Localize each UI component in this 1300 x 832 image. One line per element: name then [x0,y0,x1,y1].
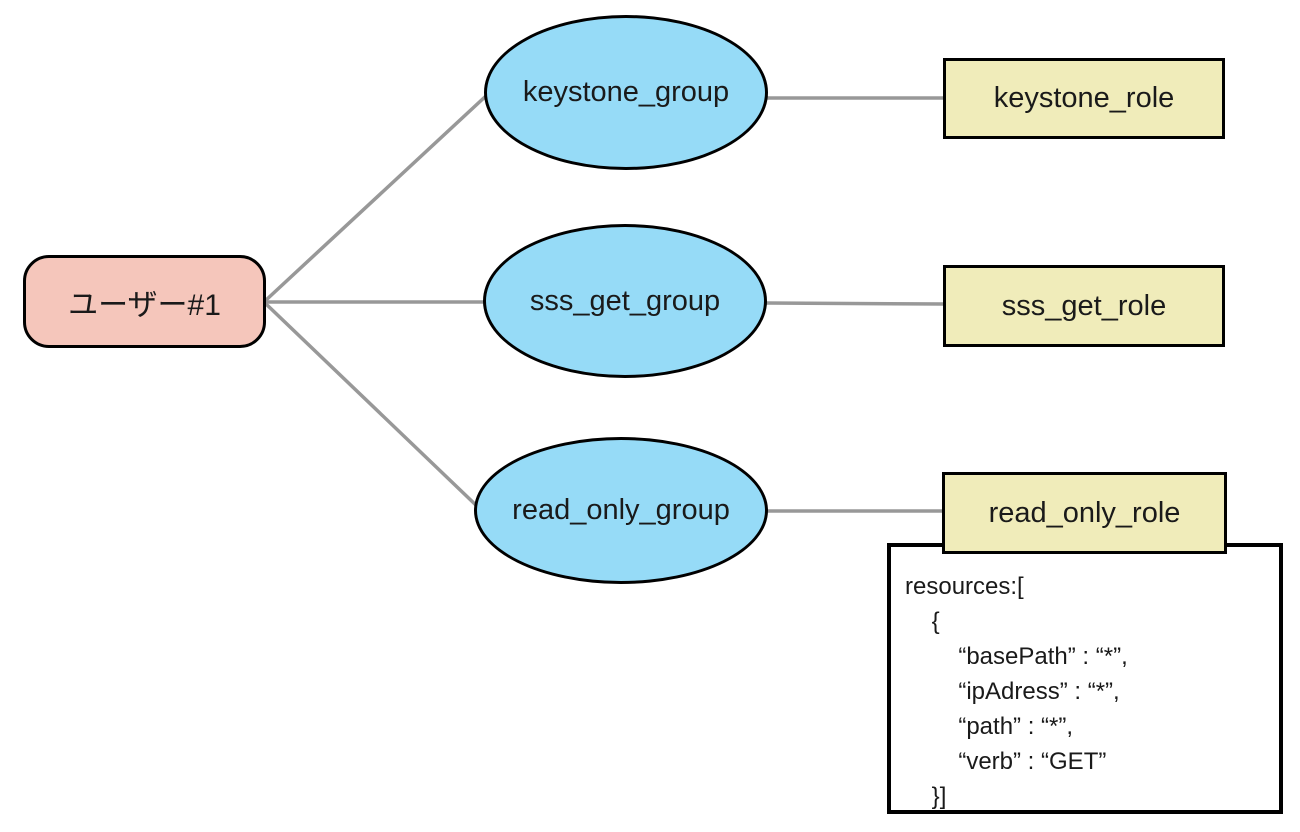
policy-json-box: resources:[ { “basePath” : “*”, “ipAdres… [887,543,1283,814]
group-node-read-only-label: read_only_group [512,494,730,526]
policy-line: resources:[ [905,573,1024,600]
policy-line: “basePath” : “*”, [905,643,1128,670]
policy-line: { [905,608,940,635]
group-node-keystone-label: keystone_group [522,76,730,108]
role-node-sss-get: sss_get_role [943,265,1225,347]
user-node-label: ユーザー#1 [68,288,221,322]
group-node-keystone: keystone_group [484,15,768,170]
group-node-sss-get: sss_get_group [483,224,767,378]
edge-sss-get-group-role [765,301,945,306]
edge-user-keystone-group [263,93,489,303]
user-node: ユーザー#1 [23,255,266,348]
role-node-keystone: keystone_role [943,58,1225,139]
policy-line: “verb” : “GET” [905,748,1107,775]
edge-user-read-only-group [263,301,481,510]
policy-line: “ipAdress” : “*”, [905,678,1120,705]
role-node-sss-get-label: sss_get_role [1001,289,1167,322]
policy-line: }] [905,783,947,810]
role-node-keystone-label: keystone_role [993,82,1175,114]
role-node-read-only-label: read_only_role [988,496,1181,529]
role-node-read-only: read_only_role [942,472,1227,554]
policy-line: “path” : “*”, [905,713,1074,740]
group-node-read-only: read_only_group [474,437,768,584]
group-node-sss-get-label: sss_get_group [529,284,721,317]
